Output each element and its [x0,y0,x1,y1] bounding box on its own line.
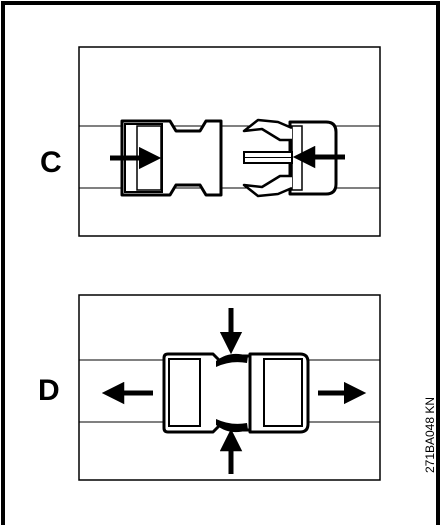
step-label-d: D [38,374,60,407]
buckle-left-half [162,352,252,434]
panel-d [78,294,381,481]
release-tab-top [216,353,248,367]
figure-reference-code: 271BA048 KN [423,396,437,474]
male-buckle-half [242,118,338,198]
panel-c [78,46,381,237]
buckle-right-half [248,352,310,434]
step-label-c: C [40,146,62,179]
